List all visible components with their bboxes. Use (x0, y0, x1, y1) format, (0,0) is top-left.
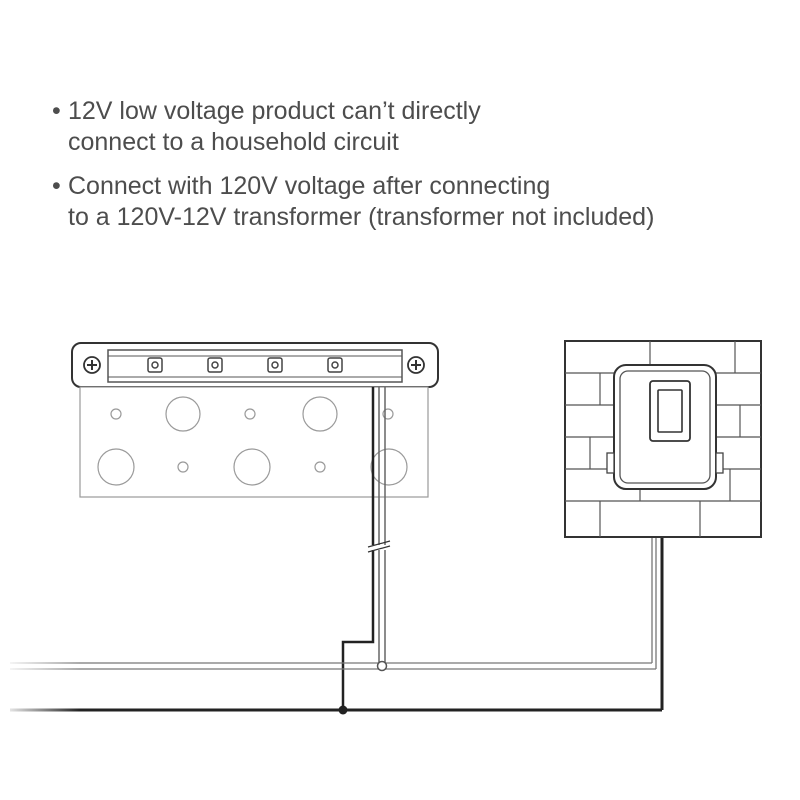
transformer-box (606, 364, 724, 490)
junction-dot (376, 660, 388, 672)
fixture-leads (341, 387, 391, 710)
main-cable-light (10, 490, 657, 672)
phillips-screw-icon (83, 356, 101, 374)
note-transformer: • Connect with 120V voltage after connec… (52, 171, 782, 233)
light-bar (107, 349, 403, 383)
junction-dot (338, 705, 348, 715)
led-icon (327, 357, 343, 373)
note-line: to a 120V-12V transformer (transformer n… (68, 203, 655, 231)
step-light-fixture (71, 342, 439, 498)
phillips-screw-icon (407, 356, 425, 374)
note-line: 12V low voltage product can’t directly (68, 97, 481, 125)
note-low-voltage: • 12V low voltage product can’t directly… (52, 96, 782, 158)
led-icon (267, 357, 283, 373)
bullet-dot: • (52, 97, 61, 125)
led-icon (207, 357, 223, 373)
note-line: connect to a household circuit (68, 128, 399, 156)
bullet-dot: • (52, 172, 61, 200)
mounting-plate (79, 386, 429, 498)
note-line: Connect with 120V voltage after connecti… (68, 172, 551, 200)
power-switch-icon (649, 380, 691, 442)
instruction-notes: • 12V low voltage product can’t directly… (52, 96, 782, 246)
led-icon (147, 357, 163, 373)
